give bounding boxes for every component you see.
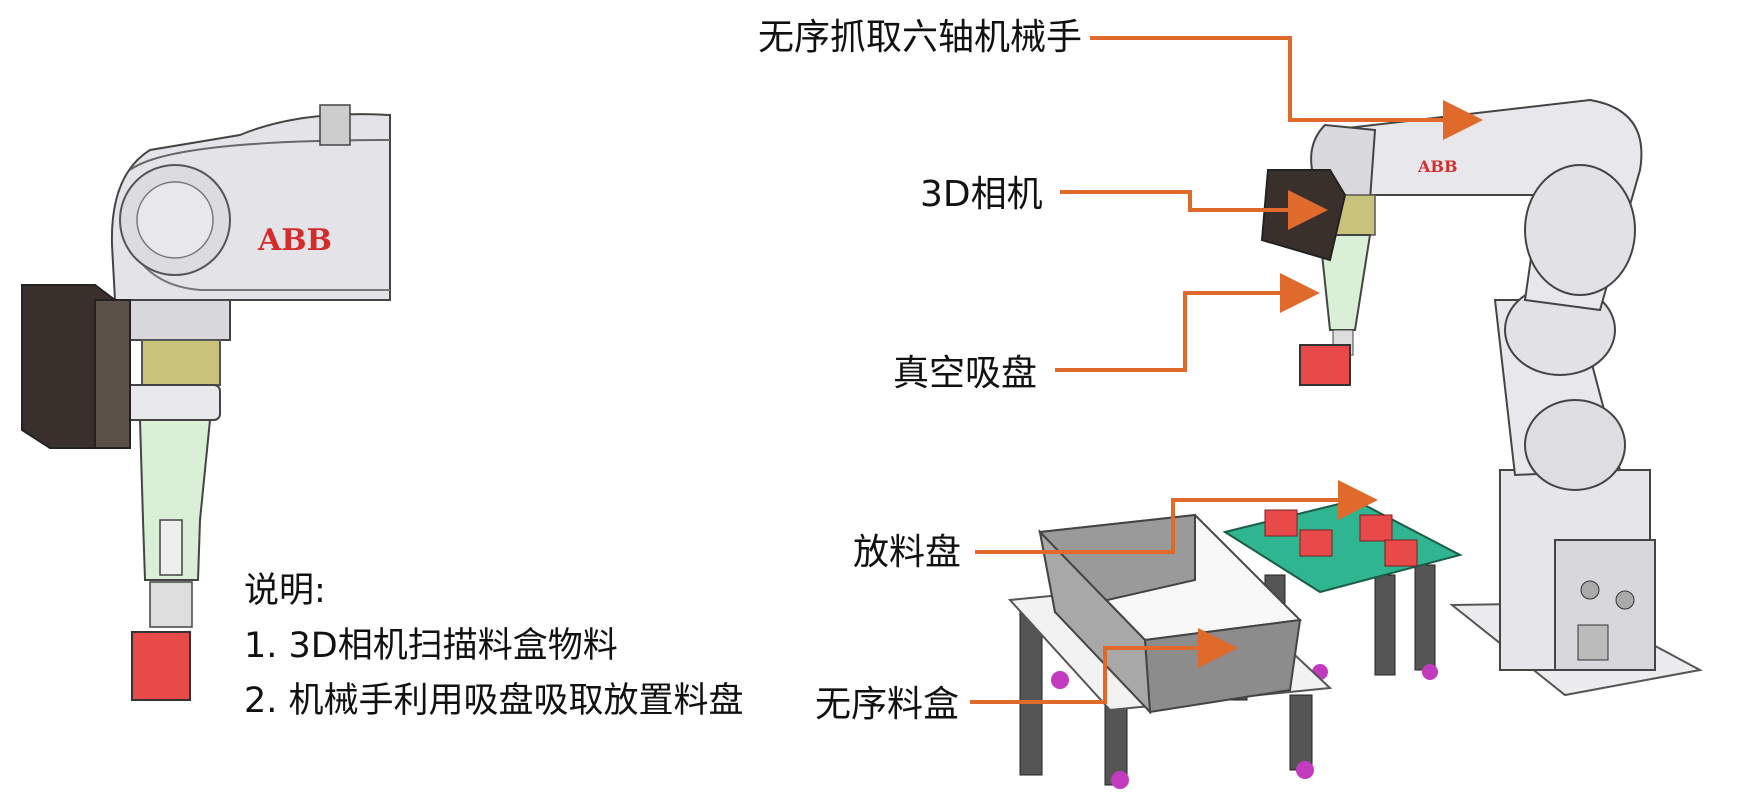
closeup-brand-logo: ABB (257, 223, 332, 258)
label-robot-arm: 无序抓取六轴机械手 (758, 17, 1083, 58)
notes-line-1: 1. 3D相机扫描料盒物料 (244, 626, 618, 666)
label-camera: 3D相机 (920, 174, 1043, 215)
arrow-suction (1055, 273, 1320, 372)
arrow-camera (1060, 190, 1328, 230)
arrow-place-tray (975, 480, 1378, 554)
callout-arrows (970, 36, 1483, 704)
notes-title: 说明: (244, 571, 326, 611)
label-suction: 真空吸盘 (893, 353, 1038, 394)
closeup-robot (21, 104, 391, 701)
robot-cell (970, 36, 1703, 789)
label-bin: 无序料盒 (815, 684, 960, 725)
arrow-robot-arm (1090, 36, 1483, 140)
cell-brand-logo: ABB (1417, 157, 1457, 176)
notes-line-2: 2. 机械手利用吸盘吸取放置料盘 (244, 681, 744, 721)
arrow-bin (970, 628, 1238, 704)
label-place-tray: 放料盘 (853, 532, 962, 573)
